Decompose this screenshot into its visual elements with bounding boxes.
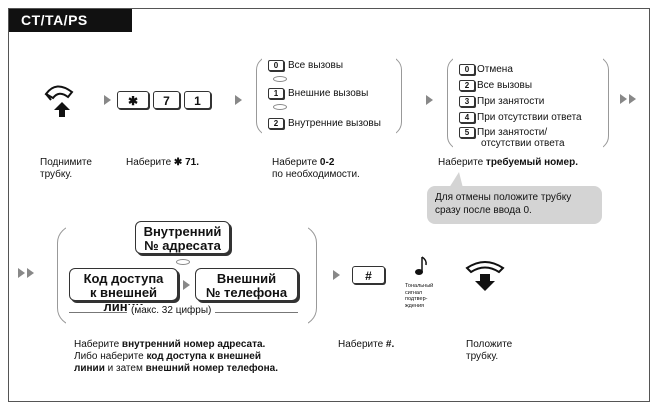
page-title: CT/TA/PS: [9, 9, 132, 32]
option-busy-no-answer-line2: отсутствии ответа: [481, 138, 565, 149]
double-arrow-icon: [620, 93, 640, 108]
step5-caption: Наберите внутренний номер адресата. Либо…: [74, 339, 279, 374]
arrow-icon: [333, 270, 340, 280]
key-7: 7: [153, 91, 180, 109]
step6-caption: Наберите #.: [338, 339, 395, 350]
step1-caption-line1: Поднимите: [40, 157, 92, 168]
max-digits-note: (макс. 32 цифры): [127, 305, 216, 316]
key-1: 1: [184, 91, 211, 109]
double-arrow-icon: [18, 267, 38, 282]
star-key: ✱: [117, 91, 149, 109]
step4-caption: Наберите требуемый номер.: [438, 157, 578, 168]
music-note-icon: [415, 256, 427, 275]
arrow-icon: [235, 95, 242, 105]
or-icon: [273, 104, 287, 110]
hash-key: #: [352, 266, 385, 284]
bubble-tail: [449, 172, 463, 188]
step2-caption: Наберите ✱ 71.: [126, 157, 199, 168]
handset-offhook-icon: [44, 85, 74, 117]
or-icon: [176, 259, 190, 265]
arrow-icon: [183, 280, 190, 290]
step1-caption-line2: трубку.: [40, 169, 73, 180]
arrow-icon: [104, 95, 111, 105]
arrow-icon: [426, 95, 433, 105]
step3-caption: Наберите 0-2 по необходимости.: [272, 157, 360, 180]
instruction-frame: [8, 8, 650, 402]
or-icon: [273, 76, 287, 82]
handset-onhook-icon: [465, 261, 505, 291]
